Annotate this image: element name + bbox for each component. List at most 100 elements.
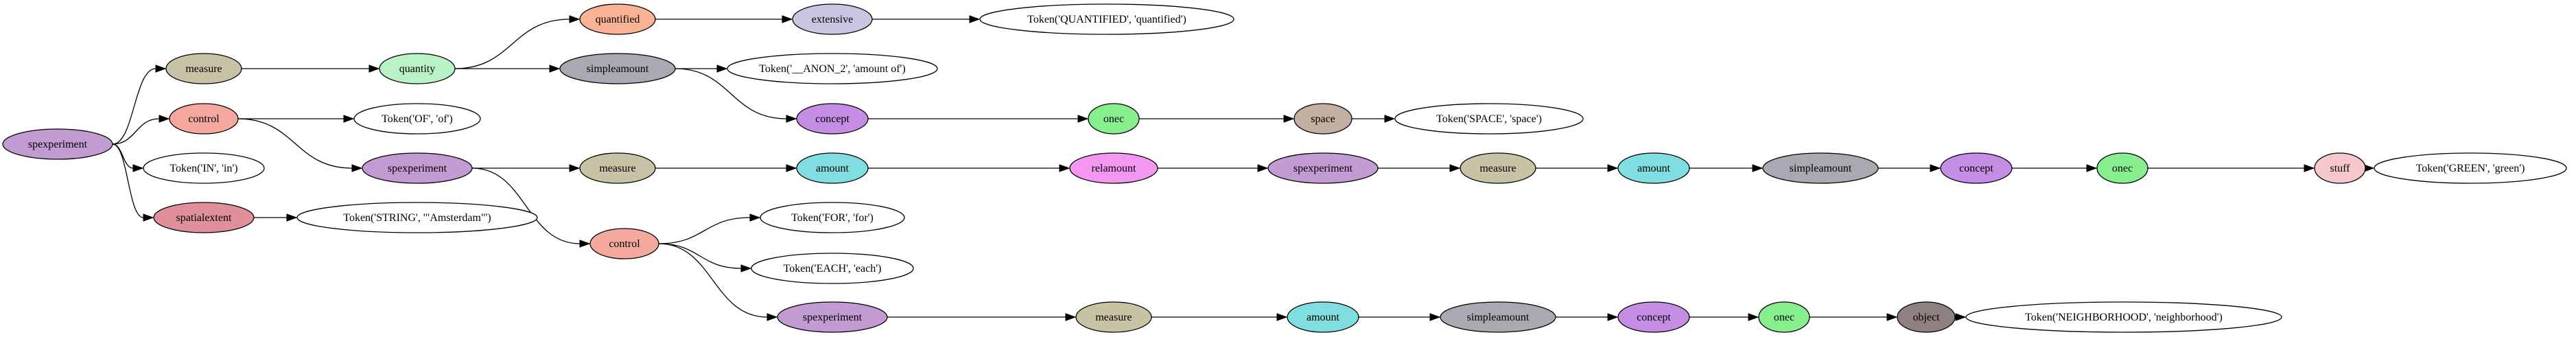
- node-label: spexperiment: [803, 312, 863, 323]
- node-shape: [760, 202, 905, 233]
- edge-arrowhead: [1449, 164, 1461, 172]
- edge-arrowhead: [1384, 115, 1396, 123]
- edge-arrowhead: [1607, 164, 1619, 172]
- node-shape: [1394, 103, 1584, 135]
- node-measure: measure: [1460, 152, 1536, 184]
- edge-line: [112, 118, 160, 145]
- node-shape: [1069, 152, 1158, 184]
- node-shape: [792, 3, 873, 35]
- edge-arrowhead: [1077, 115, 1089, 123]
- edge-measure2-to-amount1: [655, 164, 797, 172]
- node-space: space: [1293, 103, 1353, 135]
- edge-line: [675, 68, 787, 119]
- node-simpleamount: simpleamount: [1762, 152, 1879, 184]
- node-shape: [1460, 152, 1536, 184]
- node-label: relamount: [1092, 163, 1136, 174]
- node-label: Token('__ANON_2', 'amount of'): [759, 63, 905, 75]
- node-label: Token('OF', 'of'): [382, 113, 453, 125]
- edge-concept1-to-onec1: [868, 115, 1089, 123]
- node-shape: [362, 152, 473, 184]
- node-shape: [153, 202, 255, 233]
- node-label: Token('NEIGHBORHOOD', 'neighborhood'): [2025, 312, 2223, 323]
- edge-amount2-to-simple2: [1359, 313, 1441, 321]
- edge-control1-to-spexp2: [237, 118, 363, 172]
- edge-arrowhead: [1930, 164, 1941, 172]
- node-label: concept: [1637, 312, 1671, 323]
- node-shape: [751, 253, 914, 284]
- node-shape: [1088, 103, 1140, 135]
- node-label: concept: [815, 113, 850, 125]
- node-spexperiment: spexperiment: [362, 152, 473, 184]
- node-stuff: stuff: [2314, 152, 2366, 184]
- node-simpleamount: simpleamount: [1440, 301, 1556, 333]
- node-label: object: [1912, 312, 1940, 323]
- node-token: Token('NEIGHBORHOOD', 'neighborhood'): [1965, 301, 2282, 333]
- node-label: onec: [2112, 163, 2133, 174]
- node-label: measure: [1479, 163, 1516, 174]
- node-spexperiment: spexperiment: [2, 128, 113, 160]
- edge-line: [471, 167, 581, 244]
- node-shape: [2374, 152, 2567, 184]
- edge-arrowhead: [1886, 313, 1898, 321]
- edge-line: [658, 243, 742, 269]
- node-shape: [777, 301, 888, 333]
- edge-arrowhead: [786, 115, 797, 123]
- node-token: Token('EACH', 'each'): [751, 253, 914, 284]
- edge-arrowhead: [2086, 164, 2098, 172]
- node-shape: [979, 3, 1234, 35]
- node-shape: [1267, 152, 1379, 184]
- edge-control2-to-tok_for: [658, 213, 761, 244]
- node-token: Token('OF', 'of'): [353, 103, 481, 135]
- edge-spexp3-to-measure3: [887, 313, 1077, 321]
- edge-extensive-to-tok_quant: [872, 15, 981, 23]
- node-shape: [379, 53, 456, 84]
- edge-amount3-to-simple3: [1689, 164, 1764, 172]
- node-concept: concept: [1940, 152, 2013, 184]
- node-shape: [727, 53, 938, 84]
- edge-arrowhead: [2304, 164, 2315, 172]
- edge-quantified-to-extensive: [655, 15, 793, 23]
- edge-line: [658, 217, 751, 244]
- edge-control2-to-tok_each: [658, 243, 752, 272]
- edge-arrowhead: [786, 164, 797, 172]
- node-measure: measure: [579, 152, 656, 184]
- edge-concept3-to-onec3: [2012, 164, 2098, 172]
- node-token: Token('GREEN', 'green'): [2374, 152, 2567, 184]
- edge-arrowhead: [132, 164, 144, 172]
- node-label: extensive: [812, 14, 853, 25]
- node-shape: [589, 228, 659, 259]
- node-concept: concept: [1617, 301, 1690, 333]
- edge-root-to-spatial: [112, 143, 154, 222]
- node-label: control: [188, 113, 220, 125]
- node-shape: [2314, 152, 2366, 184]
- edges-layer: [112, 15, 2375, 321]
- edge-arrowhead: [1607, 313, 1619, 321]
- node-spexperiment: spexperiment: [1267, 152, 1379, 184]
- edge-measure3-to-amount2: [1151, 313, 1288, 321]
- edge-arrowhead: [549, 65, 561, 73]
- edge-concept2-to-onec2: [1689, 313, 1759, 321]
- edge-simple1-to-concept1: [675, 68, 797, 123]
- edge-onec2-to-object: [1810, 313, 1898, 321]
- node-label: spexperiment: [1293, 163, 1353, 174]
- node-relamount: relamount: [1069, 152, 1158, 184]
- node-label: Token('STRING', '"Amsterdam"'): [343, 212, 491, 224]
- node-label: control: [609, 238, 640, 250]
- edge-arrowhead: [1283, 115, 1295, 123]
- node-token: Token('QUANTIFIED', 'quantified'): [979, 3, 1234, 35]
- edge-arrowhead: [1257, 164, 1269, 172]
- node-label: measure: [599, 163, 635, 174]
- node-quantity: quantity: [379, 53, 456, 84]
- node-token: Token('SPACE', 'space'): [1394, 103, 1584, 135]
- edge-arrowhead: [1276, 313, 1288, 321]
- edge-arrowhead: [143, 213, 154, 222]
- node-shape: [353, 103, 481, 135]
- edge-simple3-to-concept3: [1878, 164, 1941, 172]
- edge-measure1-to-quantity: [242, 65, 380, 73]
- edge-arrowhead: [155, 65, 167, 73]
- edge-arrowhead: [343, 115, 355, 123]
- edge-arrowhead: [969, 15, 981, 23]
- edge-measure4-to-amount3: [1536, 164, 1619, 172]
